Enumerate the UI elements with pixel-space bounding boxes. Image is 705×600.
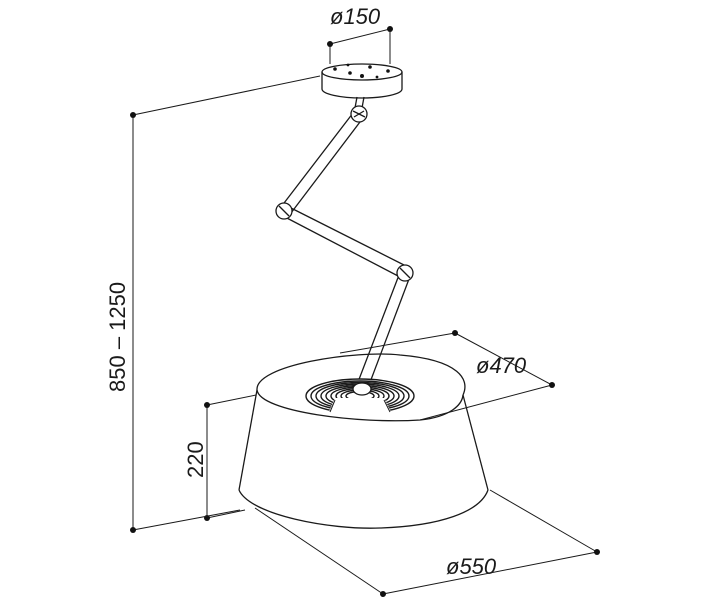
total-height-dimension: 850 – 1250 [105,75,321,533]
outer-diameter-dimension: ø550 [254,489,600,597]
ceiling-canopy [321,63,403,99]
hood-shade [238,353,489,529]
total-height-label: 850 – 1250 [105,282,130,392]
shade-height-label: 220 [183,441,208,478]
filter-grille [305,378,415,414]
canopy-diameter-dimension: ø150 [327,4,393,64]
arm-joint-top [350,105,368,123]
outer-diameter-label: ø550 [446,554,497,579]
arm-joint-left [275,202,293,220]
articulated-arm [280,96,410,386]
shade-height-dimension: 220 [183,394,257,521]
inner-diameter-dimension: ø470 [339,330,555,421]
canopy-diameter-label: ø150 [330,4,381,29]
inner-diameter-label: ø470 [476,353,527,378]
arm-joint-right [396,264,414,282]
